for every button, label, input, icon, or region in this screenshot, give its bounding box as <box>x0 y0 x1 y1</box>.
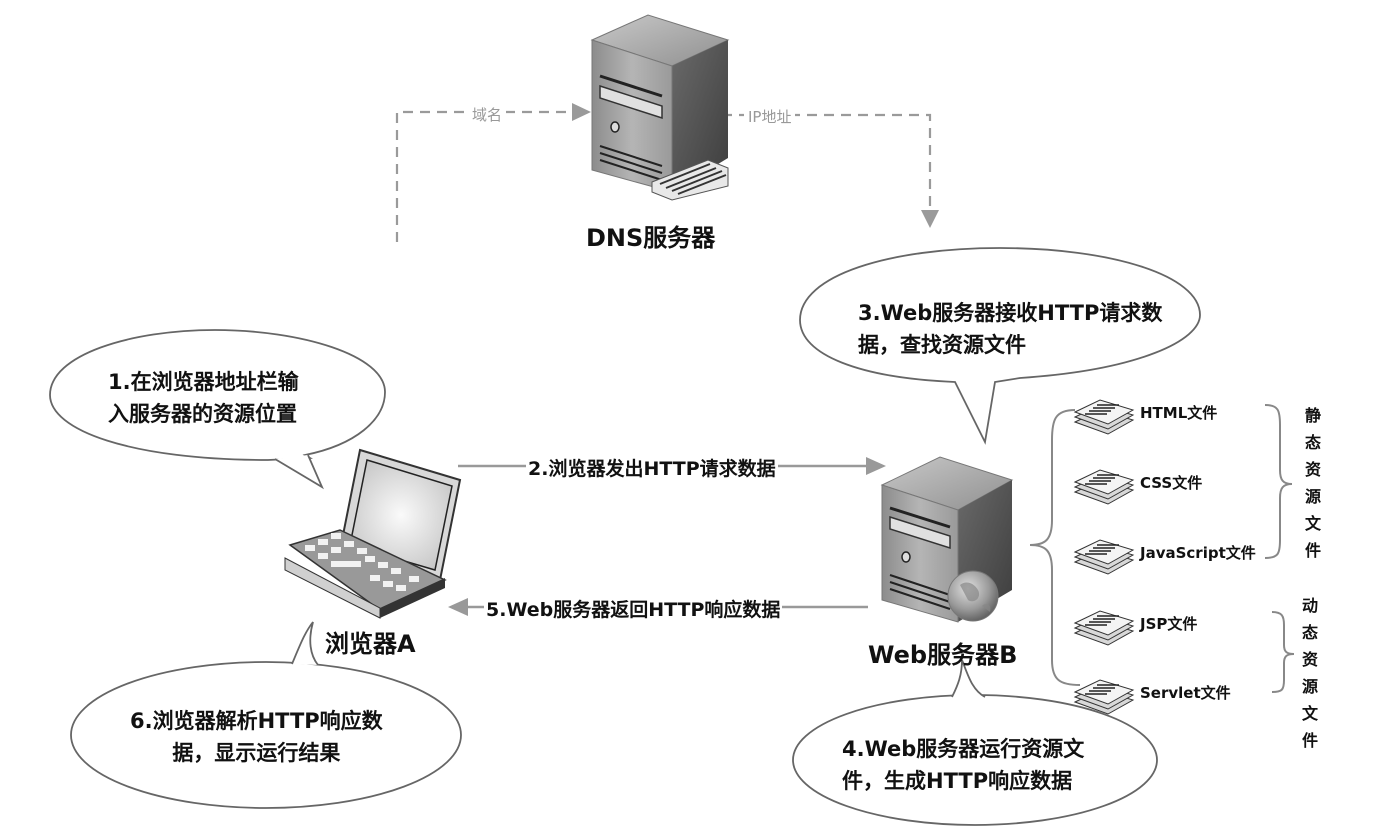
static-group-brace <box>1264 404 1293 559</box>
file-stack-icon <box>1073 469 1135 505</box>
speech-bubble-step4 <box>792 659 1158 826</box>
laptop-icon <box>284 448 462 619</box>
step6-text: 6.浏览器解析HTTP响应数 据，显示运行结果 <box>130 705 383 769</box>
file-stack-icon <box>1073 399 1135 435</box>
web-server-label: Web服务器B <box>868 641 1018 669</box>
speech-bubble-step3 <box>799 247 1201 445</box>
step1-line2: 入服务器的资源位置 <box>108 402 297 426</box>
file-stack-icon <box>1073 679 1135 715</box>
speech-bubble-step6 <box>70 621 462 809</box>
file-stack-icon <box>1073 539 1135 575</box>
file-label-javascript: JavaScript文件 <box>1140 544 1256 562</box>
response-flow-label: 5.Web服务器返回HTTP响应数据 <box>484 595 783 622</box>
step4-line1: 4.Web服务器运行资源文 <box>842 737 1085 761</box>
step4-text: 4.Web服务器运行资源文 件，生成HTTP响应数据 <box>842 733 1084 797</box>
web-server-icon <box>880 456 1014 623</box>
browser-label: 浏览器A <box>325 630 416 658</box>
dns-server-icon <box>590 14 730 201</box>
domain-name-label: 域名 <box>468 104 507 125</box>
step3-line1: 3.Web服务器接收HTTP请求数 <box>858 301 1163 325</box>
step1-line1: 1.在浏览器地址栏输 <box>108 370 299 394</box>
file-stack-icon <box>1073 610 1135 646</box>
ip-address-label: IP地址 <box>744 106 796 127</box>
step6-line1: 6.浏览器解析HTTP响应数 <box>130 709 383 733</box>
dns-response-arrow <box>722 113 939 228</box>
file-label-servlet: Servlet文件 <box>1140 684 1231 702</box>
step1-text: 1.在浏览器地址栏输 入服务器的资源位置 <box>108 366 299 430</box>
step4-line2: 件，生成HTTP响应数据 <box>842 769 1073 793</box>
step6-line2: 据，显示运行结果 <box>172 741 341 765</box>
file-label-html: HTML文件 <box>1140 404 1218 422</box>
dns-server-label: DNS服务器 <box>586 224 716 252</box>
dynamic-group-brace <box>1271 611 1295 693</box>
request-flow-label: 2.浏览器发出HTTP请求数据 <box>526 454 778 481</box>
step3-text: 3.Web服务器接收HTTP请求数 据，查找资源文件 <box>858 297 1162 361</box>
file-label-jsp: JSP文件 <box>1140 615 1198 633</box>
file-label-css: CSS文件 <box>1140 474 1203 492</box>
speech-bubble-step1 <box>49 329 386 490</box>
dynamic-group-label: 动态资源文件 <box>1301 596 1318 750</box>
step3-line2: 据，查找资源文件 <box>858 333 1026 357</box>
static-group-label: 静态资源文件 <box>1304 406 1321 560</box>
files-brace <box>1029 409 1081 686</box>
dns-request-arrow <box>395 103 591 242</box>
